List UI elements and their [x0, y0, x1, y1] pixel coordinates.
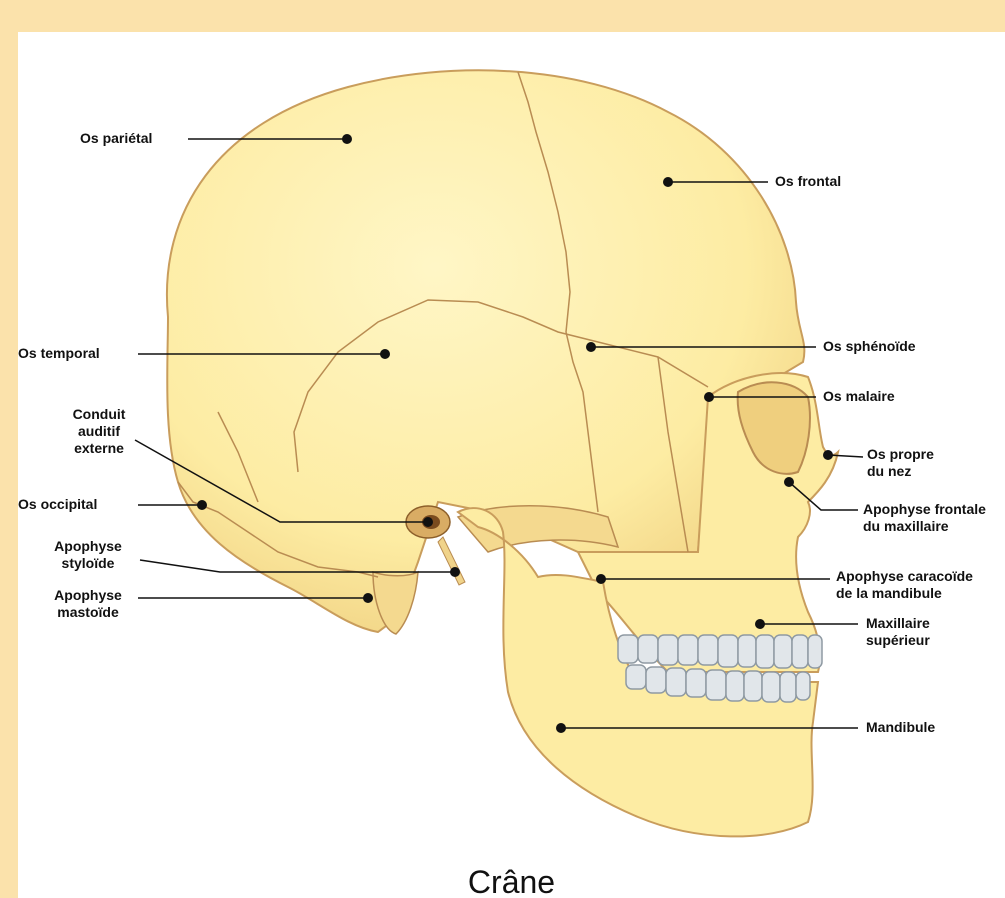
label-os-occipital: Os occipital	[18, 496, 97, 513]
label-apophyse-coronoide: Apophyse caracoïde de la mandibule	[836, 568, 973, 602]
dot-apophyse-frontale	[784, 477, 794, 487]
label-maxillaire-superieur: Maxillaire supérieur	[866, 615, 930, 649]
label-os-propre-nez: Os propre du nez	[867, 446, 934, 480]
diagram-title: Crâne	[18, 864, 1005, 898]
dot-maxillaire	[755, 619, 765, 629]
dot-coronoide	[596, 574, 606, 584]
label-mandibule: Mandibule	[866, 719, 935, 736]
dot-temporal	[380, 349, 390, 359]
dot-parietal	[342, 134, 352, 144]
leader-apophyse-frontale	[789, 482, 858, 510]
dot-occipital	[197, 500, 207, 510]
leader-styloide	[140, 560, 455, 572]
leader-propre-nez	[828, 455, 863, 457]
dot-mandibule	[556, 723, 566, 733]
dot-frontal	[663, 177, 673, 187]
label-os-parietal: Os pariétal	[80, 130, 152, 147]
label-apophyse-frontale: Apophyse frontale du maxillaire	[863, 501, 986, 535]
dot-malaire	[704, 392, 714, 402]
label-apophyse-styloide: Apophyse styloïde	[38, 538, 138, 572]
dot-sphenoide	[586, 342, 596, 352]
leader-conduit	[135, 440, 428, 522]
dot-propre-nez	[823, 450, 833, 460]
leader-lines	[18, 32, 1005, 898]
label-conduit-auditif: Conduit auditif externe	[54, 406, 144, 457]
dot-conduit	[423, 517, 433, 527]
dot-styloide	[450, 567, 460, 577]
dot-mastoide	[363, 593, 373, 603]
label-os-malaire: Os malaire	[823, 388, 895, 405]
diagram-panel: Os pariétal Os frontal Os temporal Os sp…	[18, 32, 1005, 898]
label-os-sphenoide: Os sphénoïde	[823, 338, 916, 355]
label-os-frontal: Os frontal	[775, 173, 841, 190]
label-apophyse-mastoide: Apophyse mastoïde	[38, 587, 138, 621]
label-os-temporal: Os temporal	[18, 345, 100, 362]
